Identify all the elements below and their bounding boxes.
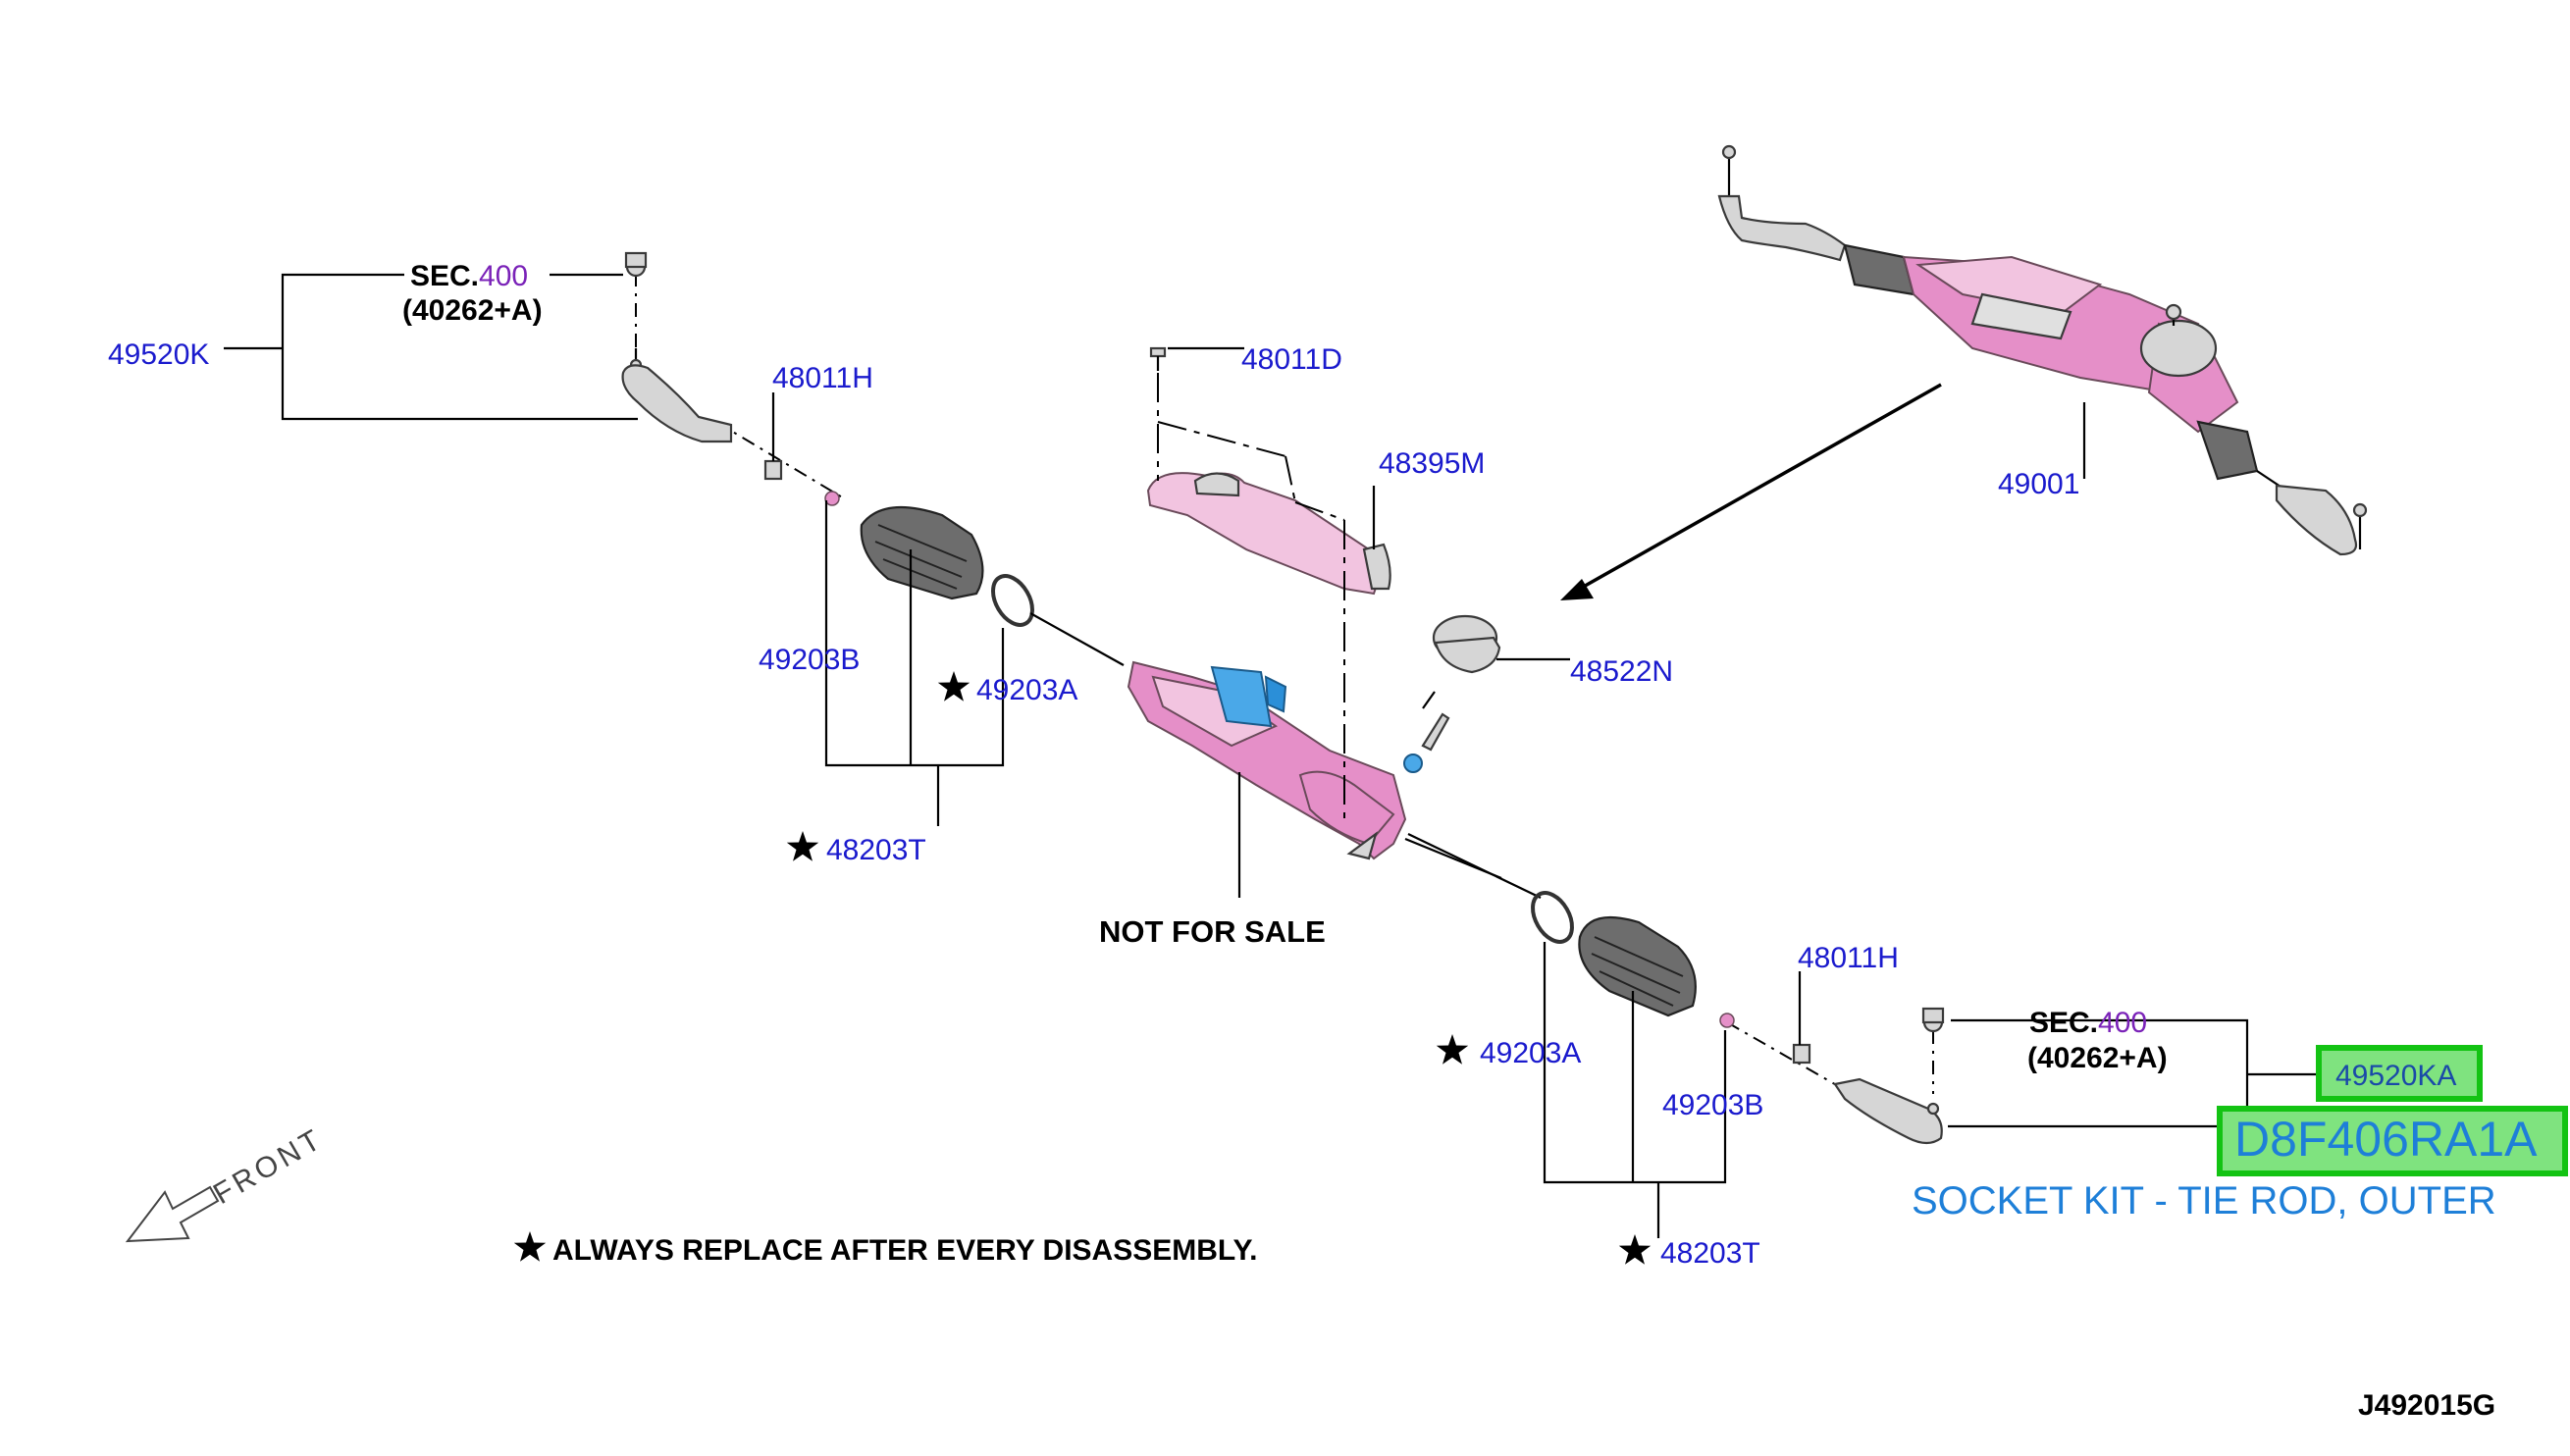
inner-socket-upper (824, 491, 840, 506)
label-49520K[interactable]: 49520K (108, 338, 209, 371)
sec-ref-lower-sub: (40262+A) (2027, 1042, 2168, 1074)
label-49203A-lower[interactable]: 49203A (1480, 1037, 1581, 1069)
label-48203T-lower[interactable]: 48203T (1660, 1237, 1760, 1270)
highlight-description: SOCKET KIT - TIE ROD, OUTER (1912, 1179, 2496, 1222)
leader-lines (224, 273, 2316, 1238)
highlight-box-part-number[interactable] (2217, 1106, 2568, 1176)
label-48011D[interactable]: 48011D (1241, 343, 1342, 376)
tie-rod-end-lower (1833, 1007, 1945, 1145)
label-48203T-upper[interactable]: 48203T (826, 834, 926, 866)
replace-note: ALWAYS REPLACE AFTER EVERY DISASSEMBLY. (552, 1234, 1258, 1267)
label-48011H-upper[interactable]: 48011H (772, 362, 873, 394)
star-icon (1618, 1234, 1652, 1265)
diagram-code: J492015G (2358, 1389, 2495, 1422)
lock-nut-lower (1792, 1043, 1811, 1065)
star-icon (937, 671, 970, 702)
detail-arrow (1560, 383, 1942, 600)
label-49520KA[interactable]: 49520KA (2335, 1060, 2456, 1092)
front-arrow-icon: FRONT (125, 1122, 329, 1243)
highlight-part-number[interactable]: D8F406RA1A (2234, 1112, 2538, 1167)
label-48522N[interactable]: 48522N (1570, 655, 1673, 688)
rack-axis (635, 273, 1934, 1094)
sec-ref-lower[interactable]: SEC.400 (2029, 1007, 2147, 1039)
bracket-bolt (1149, 346, 1167, 371)
mounting-bracket (1146, 472, 1391, 596)
clamp-upper (991, 574, 1034, 627)
clamp-lower (1531, 891, 1574, 944)
sec-ref-upper[interactable]: SEC.400 (410, 260, 528, 292)
label-49203B-upper[interactable]: 49203B (759, 644, 860, 676)
label-48395M[interactable]: 48395M (1379, 447, 1485, 480)
label-49001[interactable]: 49001 (1998, 468, 2079, 500)
star-icon (786, 831, 819, 861)
motor-insulator (1422, 614, 1501, 709)
star-icon (513, 1231, 547, 1262)
lock-nut-upper (763, 459, 783, 481)
steering-gear-housing (1127, 660, 1450, 860)
label-49203A-upper[interactable]: 49203A (976, 674, 1077, 706)
boot-upper (860, 505, 984, 600)
front-label: FRONT (208, 1122, 329, 1211)
boot-lower (1578, 915, 1697, 1017)
star-icon (1436, 1034, 1469, 1065)
bracket-phantom-lines (1157, 373, 1345, 824)
label-48011H-lower[interactable]: 48011H (1798, 942, 1899, 974)
gear-assembly-thumbnail (1717, 144, 2368, 556)
inner-socket-lower (1719, 1013, 1735, 1028)
sec-ref-upper-sub: (40262+A) (402, 294, 543, 327)
highlight-box-49520KA[interactable] (2316, 1045, 2483, 1102)
not-for-sale-label: NOT FOR SALE (1099, 914, 1326, 949)
label-49203B-lower[interactable]: 49203B (1662, 1089, 1763, 1121)
tie-rod-end-upper (621, 251, 733, 443)
